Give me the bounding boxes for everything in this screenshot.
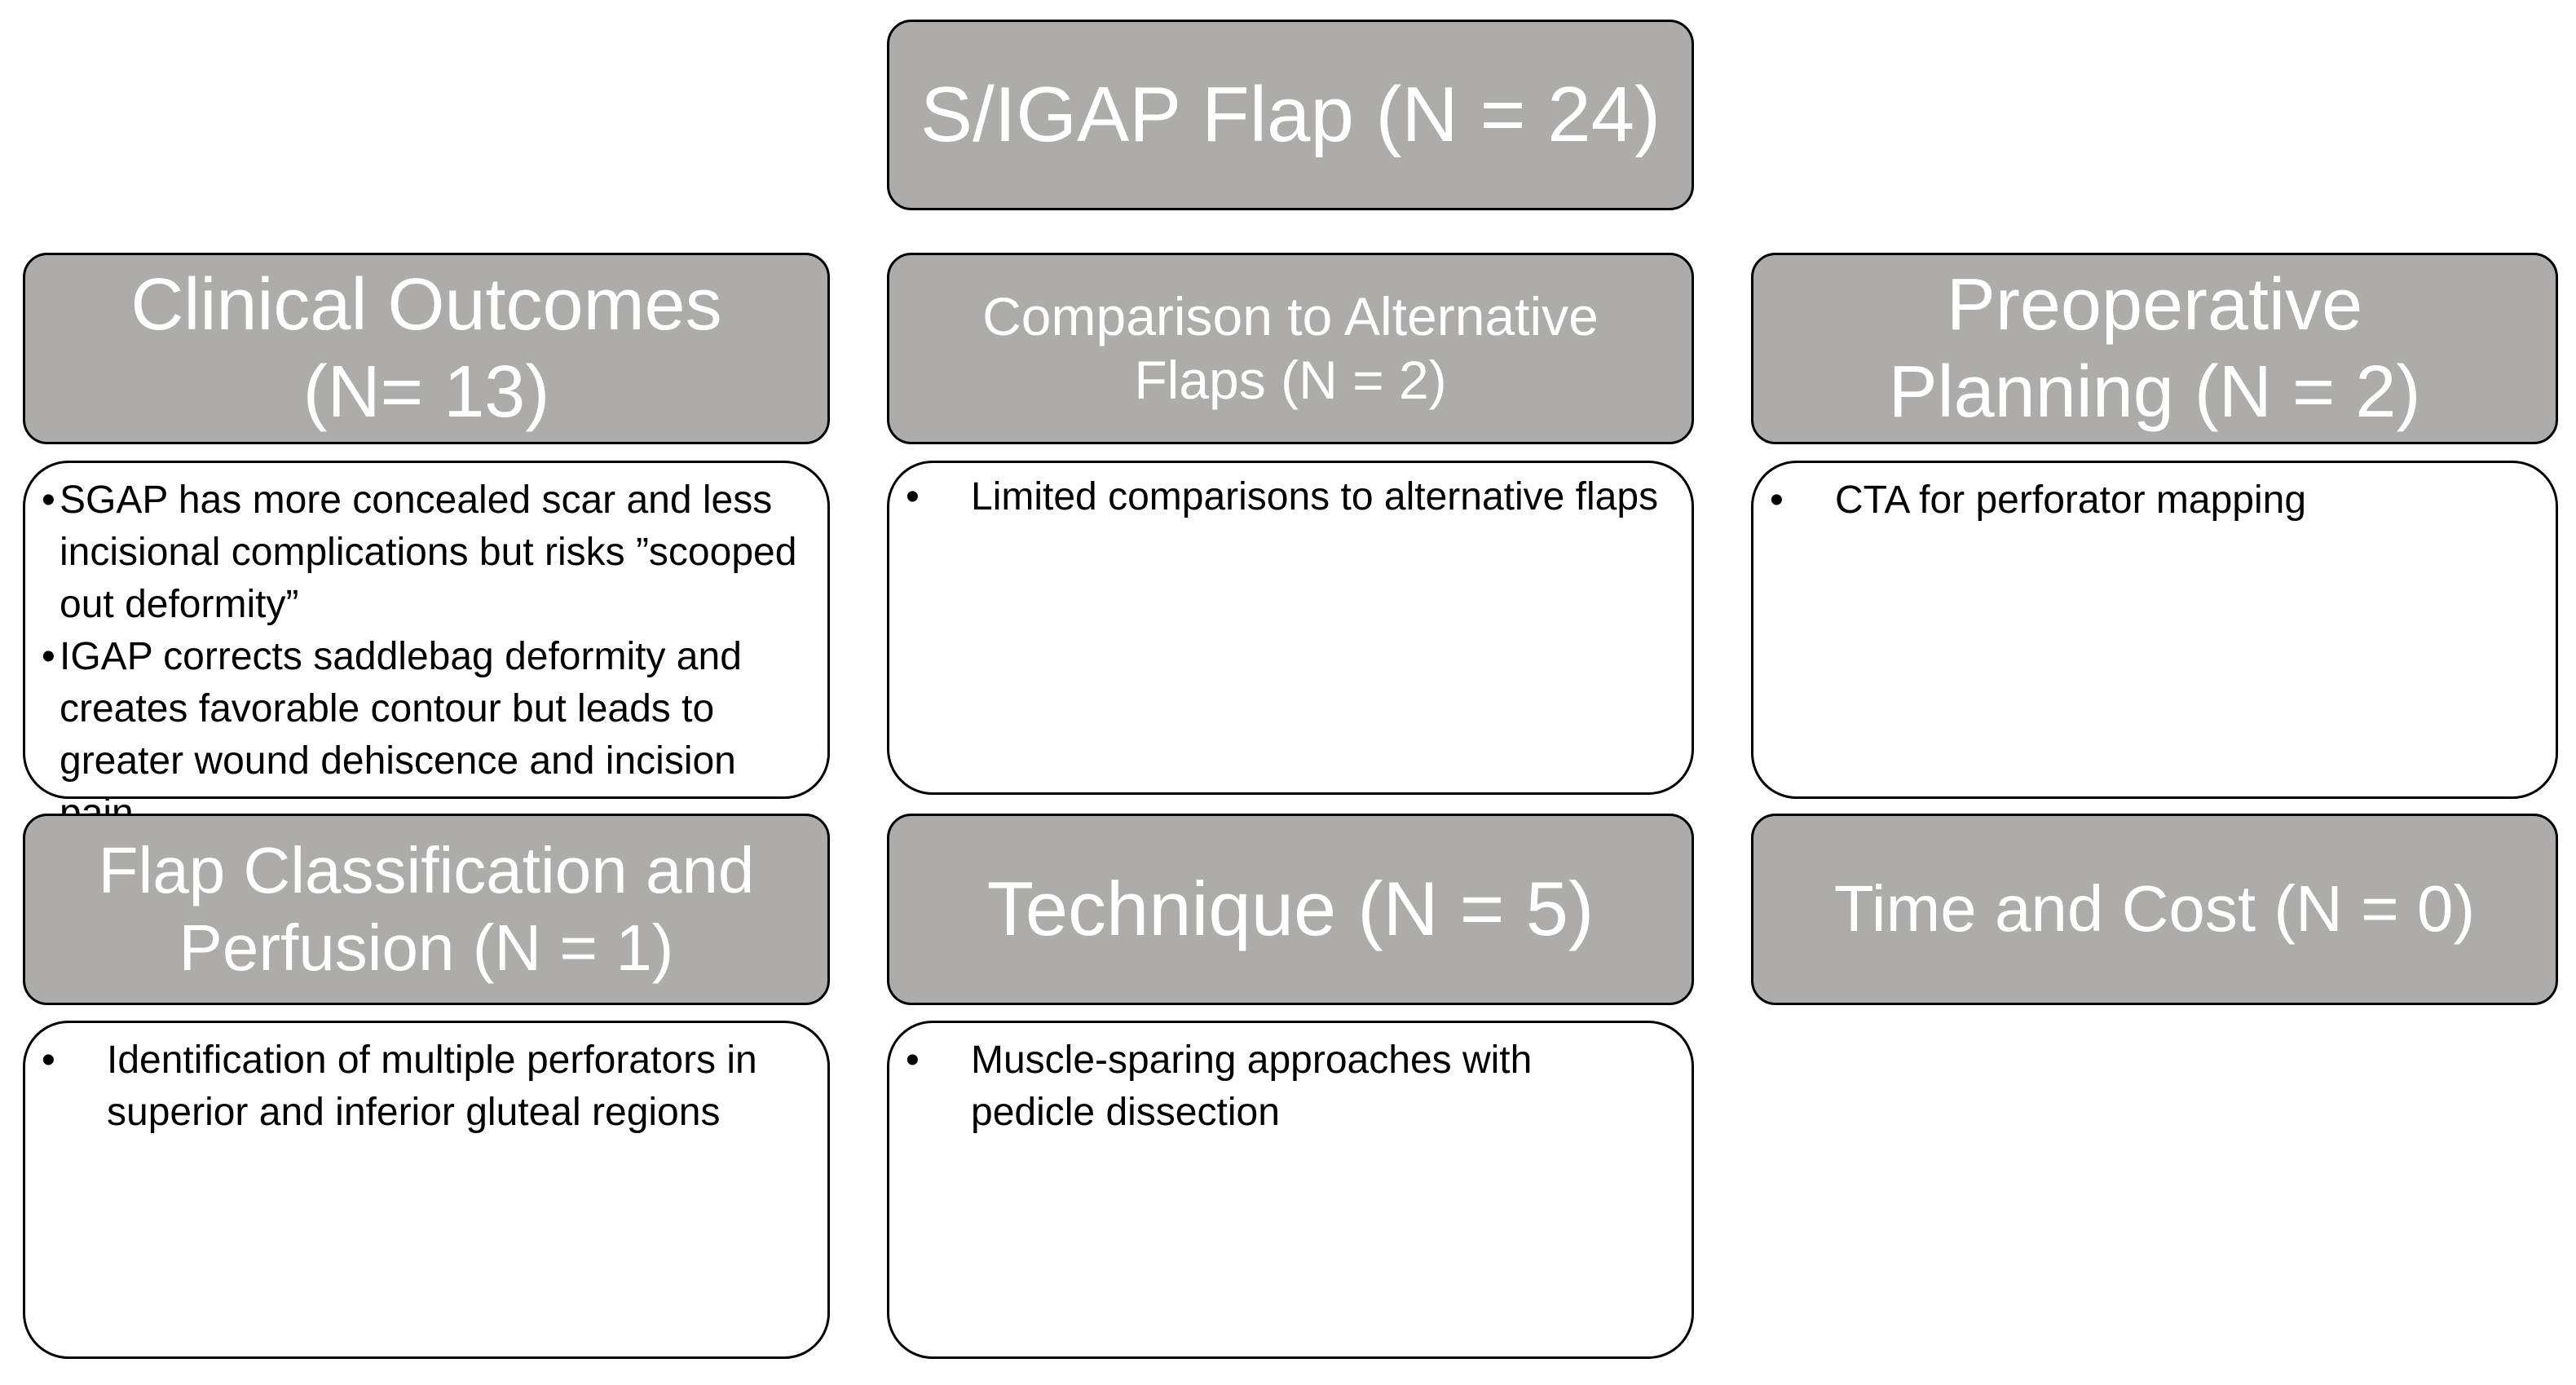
category-content-comparison: Limited comparisons to alternative flaps xyxy=(887,461,1694,795)
category-header-time-and-cost: Time and Cost (N = 0) xyxy=(1751,814,2558,1005)
bullet-item: SGAP has more concealed scar and less in… xyxy=(42,474,811,631)
bullet-list: Muscle-sparing approaches with pedicle d… xyxy=(889,1034,1659,1139)
category-header-technique: Technique (N = 5) xyxy=(887,814,1694,1005)
bullet-item: CTA for perforator mapping xyxy=(1753,474,2523,527)
bullet-item: Limited comparisons to alternative flaps xyxy=(889,471,1659,523)
category-header-clinical-outcomes: Clinical Outcomes (N= 13) xyxy=(23,253,830,444)
category-header-comparison: Comparison to Alternative Flaps (N = 2) xyxy=(887,253,1694,444)
category-title-line: Preoperative xyxy=(1946,264,2363,346)
bullet-item: Identification of multiple perforators i… xyxy=(25,1034,795,1139)
category-header-preoperative-planning: Preoperative Planning (N = 2) xyxy=(1751,253,2558,444)
category-title-line: Flaps (N = 2) xyxy=(1134,349,1447,410)
category-content-clinical-outcomes: SGAP has more concealed scar and less in… xyxy=(23,461,830,835)
category-content-preoperative-planning: CTA for perforator mapping xyxy=(1751,461,2558,799)
category-title-line: (N= 13) xyxy=(302,351,550,433)
bullet-list: Identification of multiple perforators i… xyxy=(25,1034,795,1139)
category-title-line: Technique (N = 5) xyxy=(986,866,1595,952)
category-header-flap-classification: Flap Classification and Perfusion (N = 1… xyxy=(23,814,830,1005)
category-title-line: Comparison to Alternative xyxy=(982,285,1599,346)
root-node: S/IGAP Flap (N = 24) xyxy=(887,20,1694,210)
bullet-list: Limited comparisons to alternative flaps xyxy=(889,471,1659,523)
bullet-list: SGAP has more concealed scar and less in… xyxy=(42,474,811,840)
bullet-item: IGAP corrects saddlebag deformity and cr… xyxy=(42,631,811,840)
category-title-line: Flap Classification and xyxy=(98,834,755,907)
root-title: S/IGAP Flap (N = 24) xyxy=(920,71,1661,159)
bullet-item: Muscle-sparing approaches with pedicle d… xyxy=(889,1034,1659,1139)
category-title-line: Perfusion (N = 1) xyxy=(179,911,674,984)
category-content-flap-classification: Identification of multiple perforators i… xyxy=(23,1021,830,1359)
category-title-line: Clinical Outcomes xyxy=(130,264,722,346)
category-title-line: Planning (N = 2) xyxy=(1888,351,2421,433)
category-title-line: Time and Cost (N = 0) xyxy=(1833,872,2476,946)
category-content-technique: Muscle-sparing approaches with pedicle d… xyxy=(887,1021,1694,1359)
bullet-list: CTA for perforator mapping xyxy=(1753,474,2523,527)
